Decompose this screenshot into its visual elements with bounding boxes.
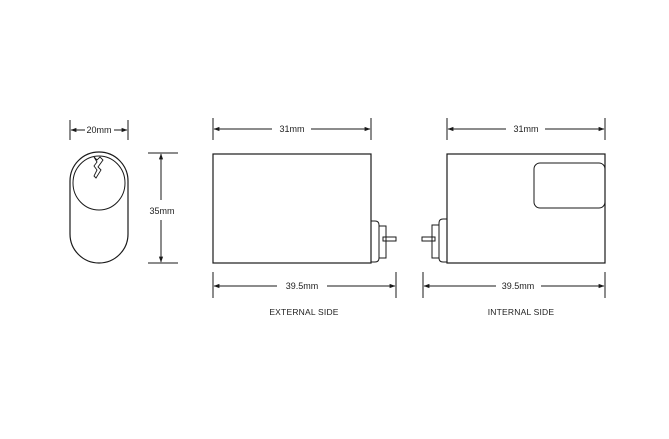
thumbturn-window [533, 162, 606, 209]
cylinder-profile-outline [69, 151, 129, 264]
cam-pin [382, 236, 397, 242]
width-label: 20mm [86, 125, 111, 135]
internal-side-view [421, 118, 606, 298]
plug-face [72, 155, 126, 211]
cam-flange [438, 218, 447, 263]
keyway-icon [93, 156, 104, 179]
front-view [69, 120, 178, 264]
external-side-view [212, 118, 397, 298]
height-label: 35mm [149, 206, 174, 216]
total-length-label: 39.5mm [286, 281, 319, 291]
cylinder-body [446, 153, 606, 264]
total-length-label: 39.5mm [502, 281, 535, 291]
cylinder-body [212, 153, 372, 264]
body-length-label: 31mm [513, 124, 538, 134]
external-side-caption: EXTERNAL SIDE [269, 307, 338, 317]
cam-hub [378, 225, 387, 259]
body-length-label: 31mm [279, 124, 304, 134]
internal-side-caption: INTERNAL SIDE [488, 307, 555, 317]
cam-flange [371, 220, 380, 263]
cam-pin [421, 236, 436, 242]
